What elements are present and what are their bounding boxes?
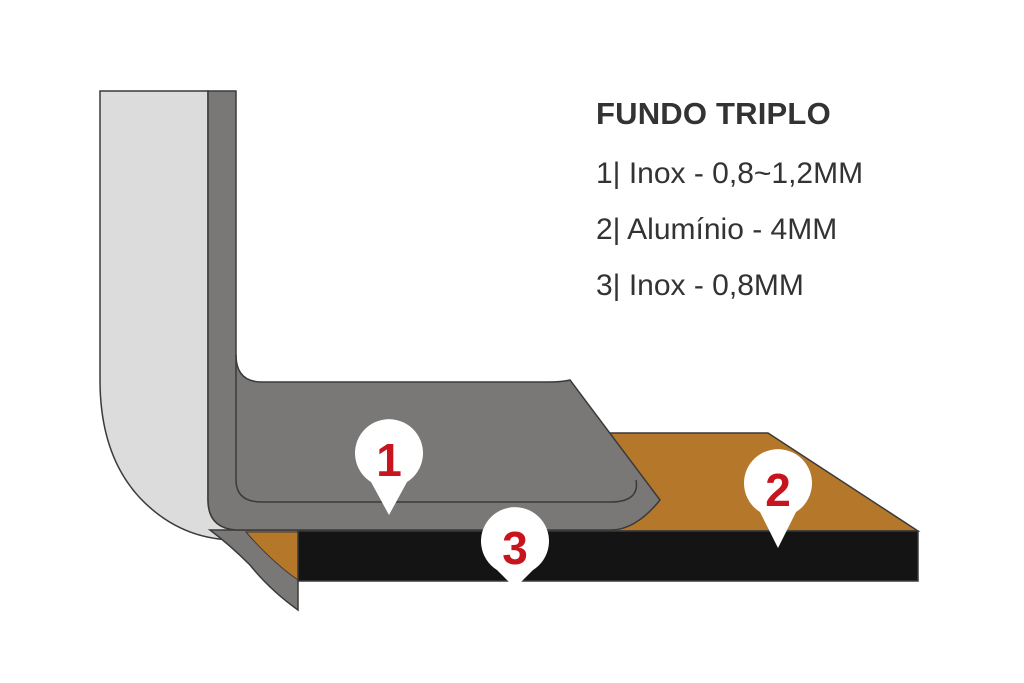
marker-2: 2 (744, 449, 812, 548)
legend: FUNDO TRIPLO 1| Inox - 0,8~1,2MM 2| Alum… (596, 96, 863, 314)
legend-item-1: 1| Inox - 0,8~1,2MM (596, 157, 864, 190)
legend-item-3: 3| Inox - 0,8MM (596, 269, 804, 302)
marker-label-3: 3 (502, 522, 528, 574)
legend-item-2: 2| Alumínio - 4MM (596, 213, 838, 246)
marker-3: 3 (481, 507, 549, 588)
marker-1: 1 (355, 419, 423, 515)
marker-label-2: 2 (765, 464, 791, 516)
marker-label-1: 1 (376, 434, 402, 486)
inner-inox-layer (207, 90, 661, 531)
marker-pin-3 (481, 507, 549, 588)
marker-pin-1 (355, 419, 423, 515)
outer-base-layer (297, 530, 919, 582)
marker-pin-2 (744, 449, 812, 548)
legend-title: FUNDO TRIPLO (596, 96, 831, 131)
inner-contour-line (235, 355, 638, 503)
